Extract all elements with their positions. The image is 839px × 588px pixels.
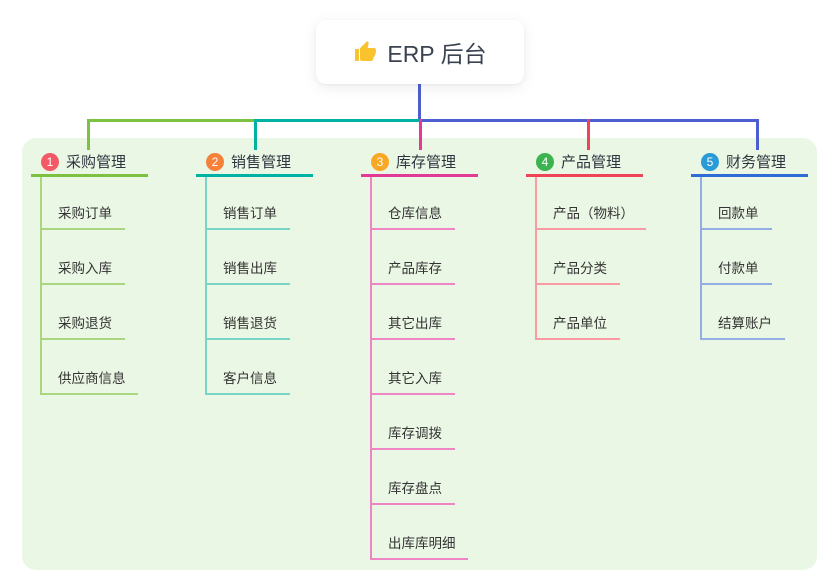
branch-1-child-2[interactable]: 采购入库	[40, 257, 125, 285]
branch-2-child-4[interactable]: 客户信息	[205, 367, 290, 395]
branch-4-header[interactable]: 4 产品管理	[526, 149, 643, 177]
branch-2-trunk-line	[205, 176, 207, 395]
branch-1-trunk-line	[40, 176, 42, 395]
branch-3-label: 库存管理	[396, 154, 457, 171]
branch-3-trunk-line	[370, 176, 372, 560]
branch-1-child-3[interactable]: 采购退货	[40, 312, 125, 340]
branch-3-child-6[interactable]: 库存盘点	[370, 477, 455, 505]
branch-5-header[interactable]: 5 财务管理	[691, 149, 808, 177]
branch-3-child-4[interactable]: 其它入库	[370, 367, 455, 395]
branch-3-child-5[interactable]: 库存调拨	[370, 422, 455, 450]
branch-1-label: 采购管理	[66, 154, 127, 171]
branch-3-header[interactable]: 3 库存管理	[361, 149, 478, 177]
branch-3-child-3[interactable]: 其它出库	[370, 312, 455, 340]
branch-2-header[interactable]: 2 销售管理	[196, 149, 313, 177]
branch-3-child-2[interactable]: 产品库存	[370, 257, 455, 285]
branch-4-trunk-line	[535, 176, 537, 340]
branch-5-child-1[interactable]: 回款单	[700, 202, 772, 230]
branch-4-child-1[interactable]: 产品（物料）	[535, 202, 646, 230]
branch-1-header[interactable]: 1 采购管理	[31, 149, 148, 177]
connector-drop-2	[254, 119, 257, 150]
branch-5-number-badge: 5	[701, 152, 719, 171]
root-connector-line	[418, 84, 421, 119]
branch-2-child-2[interactable]: 销售出库	[205, 257, 290, 285]
branch-5-label: 财务管理	[726, 154, 787, 171]
branch-1-child-1[interactable]: 采购订单	[40, 202, 125, 230]
branch-5-child-2[interactable]: 付款单	[700, 257, 772, 285]
branch-1-child-4[interactable]: 供应商信息	[40, 367, 138, 395]
branch-2-child-3[interactable]: 销售退货	[205, 312, 290, 340]
connector-bus-segment-1	[87, 119, 257, 122]
branch-3-child-7[interactable]: 出库库明细	[370, 532, 468, 560]
connector-drop-1	[87, 119, 90, 150]
thumbs-up-icon	[353, 40, 377, 64]
canvas-background	[22, 138, 817, 570]
connector-drop-5	[756, 119, 759, 150]
branch-3-child-1[interactable]: 仓库信息	[370, 202, 455, 230]
branch-3-number-badge: 3	[371, 152, 389, 171]
connector-drop-4	[587, 119, 590, 150]
branch-5-trunk-line	[700, 176, 702, 340]
branch-4-label: 产品管理	[561, 154, 622, 171]
branch-2-label: 销售管理	[231, 154, 292, 171]
root-node[interactable]: ERP 后台	[316, 20, 524, 84]
connector-bus-segment-2	[254, 119, 420, 122]
branch-4-child-2[interactable]: 产品分类	[535, 257, 620, 285]
branch-2-number-badge: 2	[206, 152, 224, 171]
branch-4-number-badge: 4	[536, 152, 554, 171]
branch-1-number-badge: 1	[41, 152, 59, 171]
branch-5-child-3[interactable]: 结算账户	[700, 312, 785, 340]
root-title: ERP 后台	[387, 41, 487, 67]
connector-drop-3	[419, 119, 422, 150]
branch-4-child-3[interactable]: 产品单位	[535, 312, 620, 340]
branch-2-child-1[interactable]: 销售订单	[205, 202, 290, 230]
